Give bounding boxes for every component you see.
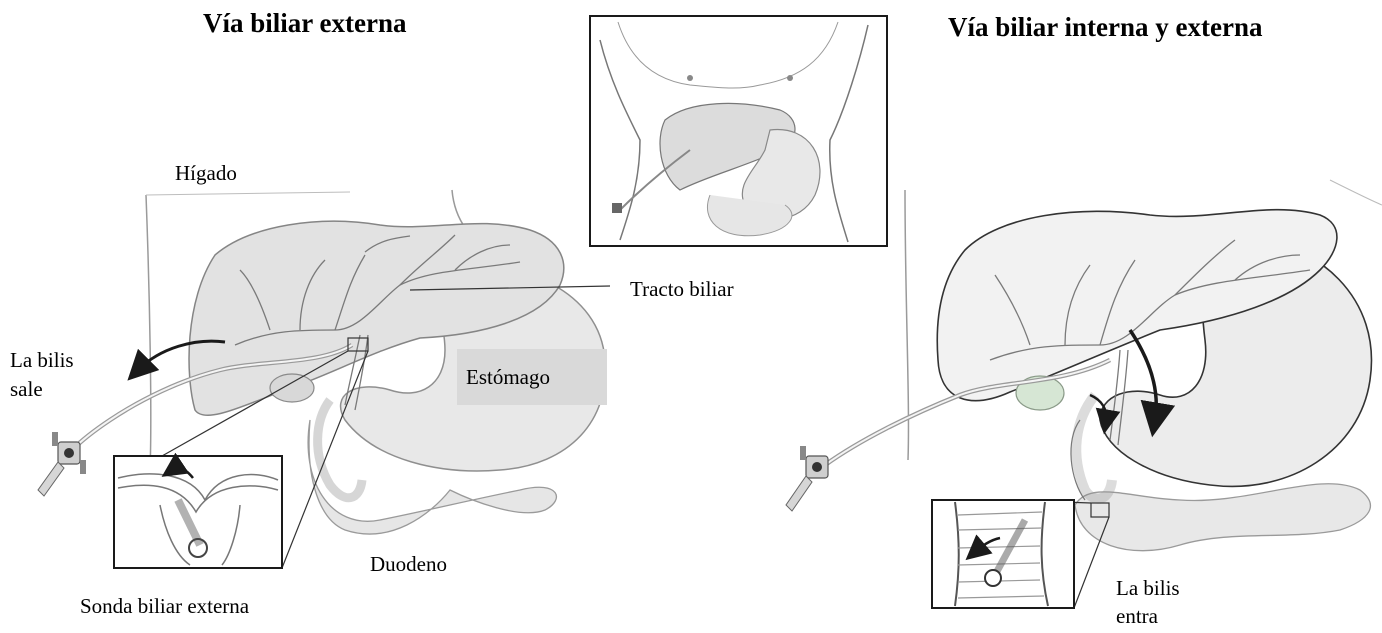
label-bile-in-line1: La bilis [1116,575,1180,602]
torso-inset [590,16,887,246]
label-duodenum: Duodeno [370,551,447,578]
label-stomach: Estómago [466,364,550,391]
label-external-drain: Sonda biliar externa [80,593,249,620]
right-inset-detail [932,500,1074,608]
right-stopcock [786,446,828,511]
label-bile-out-line1: La bilis [10,347,74,374]
label-bile-in-line2: entra [1116,603,1158,630]
left-gallbladder [270,374,314,402]
label-liver: Hígado [175,160,237,187]
left-body-outline [146,195,151,470]
label-biliary-tract: Tracto biliar [630,276,734,303]
label-bile-out-line2: sale [10,376,43,403]
left-inset-detail [114,456,282,568]
